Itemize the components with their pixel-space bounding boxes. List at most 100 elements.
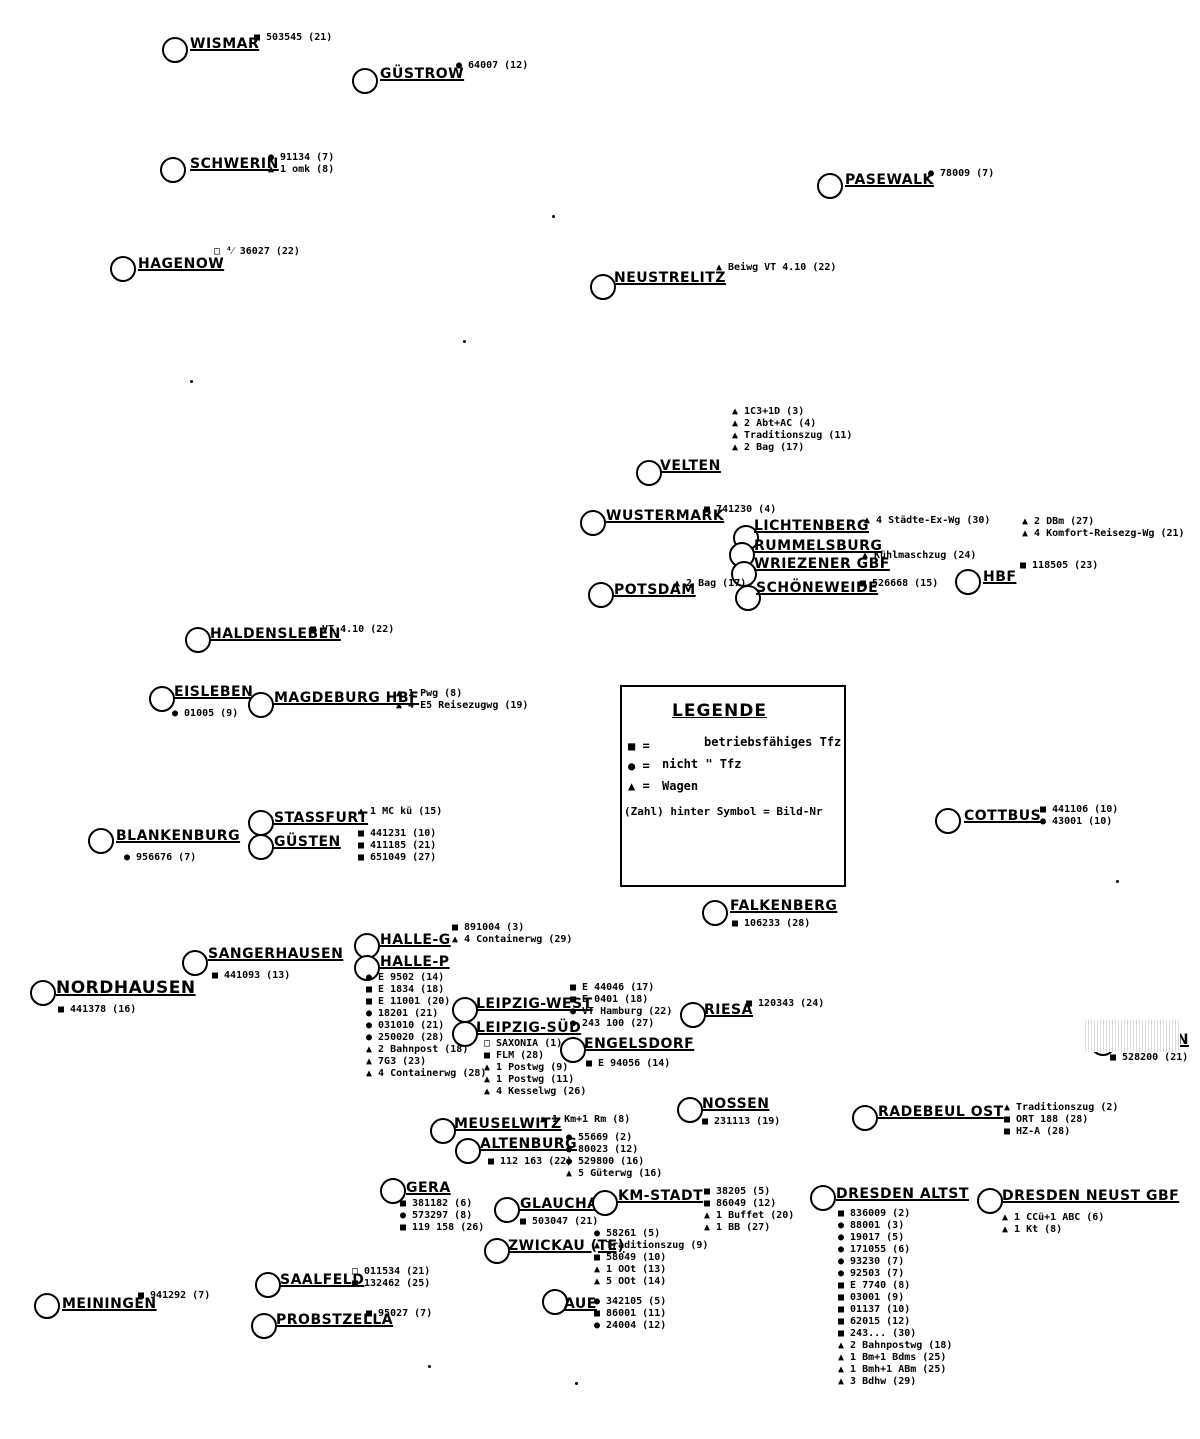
vehicle-entry: ▲ 2 Abt+AC (4) xyxy=(732,418,817,429)
station-marker-icon xyxy=(160,157,186,183)
vehicle-entry: ■ 503047 (21) xyxy=(520,1216,599,1227)
station-marker-icon xyxy=(542,1289,568,1315)
vehicle-entry: ● 19017 (5) xyxy=(838,1232,905,1243)
station-name: GERA xyxy=(406,1180,451,1196)
vehicle-entry: ■ 941292 (7) xyxy=(138,1290,211,1301)
vehicle-entry: ▲ Traditionszug (2) xyxy=(1004,1102,1119,1113)
station-marker-icon xyxy=(702,900,728,926)
station-name: MEUSELWITZ xyxy=(454,1116,562,1132)
station-marker-icon xyxy=(935,808,961,834)
vehicle-entry: ● 342105 (5) xyxy=(594,1296,667,1307)
vehicle-list: ● 55669 (2)● 80023 (12)● 529800 (16)▲ 5 … xyxy=(566,1132,662,1180)
station-marker-icon xyxy=(590,274,616,300)
vehicle-entry: ■ 86049 (12) xyxy=(704,1198,777,1209)
vehicle-entry: ■ 62015 (12) xyxy=(838,1316,911,1327)
legend-symbol-nicht: ● = xyxy=(628,759,650,773)
vehicle-entry: ■ 58049 (10) xyxy=(594,1252,667,1263)
vehicle-entry: ▲ Beiwg VT 4.10 (22) xyxy=(716,262,837,273)
vehicle-entry: ■ 243... (30) xyxy=(838,1328,917,1339)
vehicle-entry: ▲ 4 E5 Reisezugwg (19) xyxy=(396,700,529,711)
station-name: LEIPZIG-WEST xyxy=(476,996,593,1012)
vehicle-entry: ▲ 1 BB (27) xyxy=(704,1222,771,1233)
station-marker-icon xyxy=(149,686,175,712)
vehicle-entry: ▲ 1 Bmh+1 ABm (25) xyxy=(838,1364,947,1375)
speck xyxy=(1116,880,1119,883)
vehicle-list: ● E 9502 (14)■ E 1834 (18)■ E 11001 (20)… xyxy=(366,972,486,1080)
vehicle-entry: ■ 03001 (9) xyxy=(838,1292,905,1303)
station-name: EISLEBEN xyxy=(174,684,254,700)
vehicle-list: ■ 836009 (2)● 88001 (3)● 19017 (5)● 1710… xyxy=(838,1208,952,1388)
vehicle-list: ■ 941292 (7) xyxy=(138,1290,210,1302)
vehicle-entry: ■ 119 158 (26) xyxy=(400,1222,485,1233)
station-name: GÜSTROW xyxy=(380,66,465,82)
station-marker-icon xyxy=(352,68,378,94)
station-name: RADEBEUL OST xyxy=(878,1104,1004,1120)
station-marker-icon xyxy=(251,1313,277,1339)
vehicle-entry: ▲ 1 Buffet (20) xyxy=(704,1210,795,1221)
vehicle-list: ▲ Beiwg VT 4.10 (22) xyxy=(716,262,836,274)
vehicle-list: ▲ 1 Pwg (8)▲ 4 E5 Reisezugwg (19) xyxy=(396,688,528,712)
vehicle-entry: ■ 651049 (27) xyxy=(358,852,437,863)
station-name: WUSTERMARK xyxy=(606,508,725,524)
scan-artifact xyxy=(1085,1020,1180,1052)
vehicle-list: ▲ Kühlmaschzug (24) xyxy=(862,550,976,562)
vehicle-entry: ▲ 1 OOt (13) xyxy=(594,1264,667,1275)
vehicle-entry: ■ 411185 (21) xyxy=(358,840,437,851)
vehicle-list: ■ 526668 (15) xyxy=(860,578,938,590)
vehicle-entry: ▲ 1 Pwg (8) xyxy=(396,688,463,699)
station-name: VELTEN xyxy=(660,458,721,474)
vehicle-list: ■ 441378 (16) xyxy=(58,1004,136,1016)
vehicle-entry: ■ 441093 (13) xyxy=(212,970,291,981)
station-marker-icon xyxy=(588,582,614,608)
station-name: HALLE-P xyxy=(380,954,450,970)
station-marker-icon xyxy=(680,1002,706,1028)
station-name: POTSDAM xyxy=(614,582,696,598)
vehicle-list: ● 64007 (12) xyxy=(456,60,528,72)
station-marker-icon xyxy=(162,37,188,63)
vehicle-entry: ■ 528200 (21) xyxy=(1110,1052,1189,1063)
station-name: SCHÖNEWEIDE xyxy=(756,580,879,596)
station-name: DRESDEN ALTST xyxy=(836,1186,969,1202)
station-name: HBF xyxy=(983,569,1017,585)
vehicle-entry: □ 011534 (21) xyxy=(352,1266,431,1277)
vehicle-list: ■ E 44046 (17)■ E 0401 (18)● VT Hamburg … xyxy=(570,982,672,1030)
station-name: HALDENSLEBEN xyxy=(210,626,341,642)
vehicle-entry: ▲ 2 Bahnpost (18) xyxy=(366,1044,469,1055)
station-name: AUE xyxy=(564,1296,597,1312)
station-name: KM-STADT xyxy=(618,1188,704,1204)
vehicle-entry: ■ 120343 (24) xyxy=(746,998,825,1009)
vehicle-entry: ▲ 1 omk (8) xyxy=(268,164,335,175)
vehicle-list: ▲ 1C3+1D (3)▲ 2 Abt+AC (4)▲ Traditionszu… xyxy=(732,406,852,454)
vehicle-entry: ▲ Traditionszug (11) xyxy=(732,430,853,441)
vehicle-entry: ▲ 1 Km+1 Rm (8) xyxy=(540,1114,631,1125)
legend-symbol-wagen: ▲ = xyxy=(628,779,650,793)
station-marker-icon xyxy=(88,828,114,854)
vehicle-entry: ■ 132462 (25) xyxy=(352,1278,431,1289)
station-marker-icon xyxy=(852,1105,878,1131)
vehicle-entry: □ ⁴⁄ 36027 (22) xyxy=(214,246,300,257)
station-marker-icon xyxy=(185,627,211,653)
vehicle-list: ▲ 2 Bag (17) xyxy=(674,578,746,590)
vehicle-list: ▲ 4 Städte-Ex-Wg (30) xyxy=(864,515,990,527)
vehicle-entry: ▲ 4 Städte-Ex-Wg (30) xyxy=(864,515,991,526)
vehicle-entry: ■ 01137 (10) xyxy=(838,1304,911,1315)
vehicle-list: ■ 891004 (3)▲ 4 Containerwg (29) xyxy=(452,922,572,946)
station-marker-icon xyxy=(560,1037,586,1063)
station-marker-icon xyxy=(817,173,843,199)
vehicle-entry: ● 55669 (2) xyxy=(566,1132,633,1143)
vehicle-entry: ● 01005 (9) xyxy=(172,708,239,719)
station-marker-icon xyxy=(810,1185,836,1211)
vehicle-entry: ■ 441378 (16) xyxy=(58,1004,137,1015)
vehicle-entry: ● 243 100 (27) xyxy=(570,1018,655,1029)
vehicle-list: ■ 231113 (19) xyxy=(702,1116,780,1128)
vehicle-entry: ▲ Kühlmaschzug (24) xyxy=(862,550,977,561)
station-name: PASEWALK xyxy=(845,172,934,188)
vehicle-entry: ▲ 5 OOt (14) xyxy=(594,1276,667,1287)
vehicle-entry: ■ 381182 (6) xyxy=(400,1198,473,1209)
vehicle-list: ● 58261 (5)▲ Traditionszug (9)■ 58049 (1… xyxy=(594,1228,708,1288)
vehicle-list: ▲ 1 Km+1 Rm (8) xyxy=(540,1114,630,1126)
legend-box: LEGENDE ■ = betriebsfähiges Tfz ● = nich… xyxy=(620,685,846,887)
vehicle-list: ■ 741230 (4) xyxy=(704,504,776,516)
vehicle-entry: ● 58261 (5) xyxy=(594,1228,661,1239)
station-marker-icon xyxy=(110,256,136,282)
